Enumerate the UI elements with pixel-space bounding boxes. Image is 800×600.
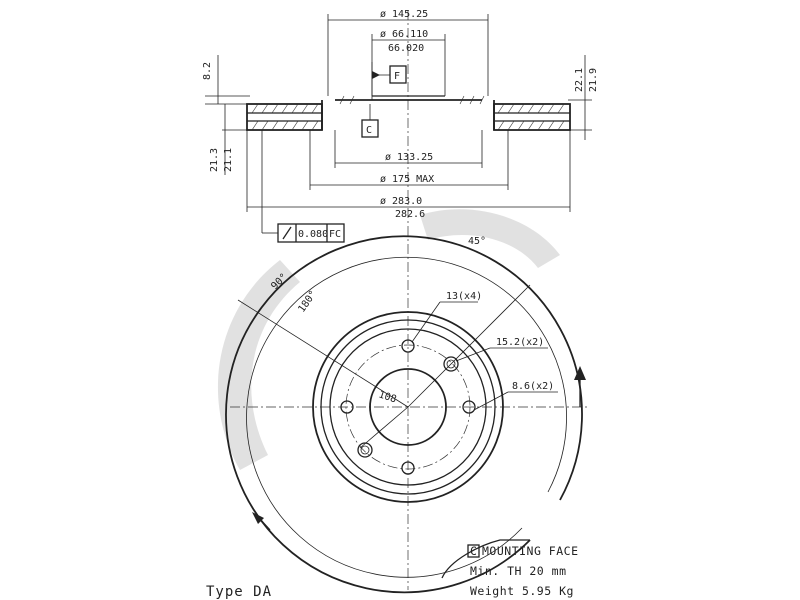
- dim-thickness-right-top: 22.1: [574, 68, 585, 92]
- dim-thickness-left-top: 21.3: [209, 148, 220, 172]
- locating-hole-lower: [357, 442, 373, 458]
- hat-outer-circle: [312, 311, 504, 503]
- section-view: ø 145.25 ø 66.110 66.020 ø 133.25 ø 175 …: [202, 9, 599, 590]
- datum-f-label: F: [394, 71, 400, 82]
- watermark-logo: [217, 209, 560, 470]
- mounting-face-symbol: C: [470, 544, 477, 558]
- dim-max-diameter: ø 175 MAX: [380, 174, 434, 185]
- runout-frame: [277, 223, 345, 243]
- notes-block: C MOUNTING FACE Min. TH 20 mm Weight 5.9…: [206, 544, 579, 600]
- section-hatch-left: [251, 103, 319, 131]
- runout-value: 0.080: [298, 229, 328, 240]
- rotation-arrow-right: [574, 366, 586, 380]
- mounting-face-note: MOUNTING FACE: [482, 544, 579, 558]
- dim-bore-bottom: 66.020: [388, 43, 424, 54]
- disc-outer-edge: [225, 235, 583, 594]
- weight-note: Weight 5.95 Kg: [470, 584, 574, 598]
- section-hatch-right: [497, 103, 565, 131]
- datum-c-label: C: [366, 125, 372, 136]
- dim-outer-diameter-top: ø 145.25: [380, 9, 428, 20]
- bolt-hole-right: [462, 400, 476, 414]
- dim-bore-top: ø 66.110: [380, 29, 428, 40]
- datum-f-box: [389, 65, 407, 84]
- locating-hole-upper: [443, 356, 459, 372]
- rotation-arrow-left: [252, 512, 264, 524]
- dim-thickness-left-bottom: 21.1: [223, 148, 234, 172]
- pcd-label: 108: [377, 389, 398, 405]
- runout-icon: [282, 226, 292, 240]
- dim-height-left: 8.2: [202, 62, 213, 80]
- holes-8-label: 8.6(x2): [512, 381, 554, 392]
- bolt-hole-bottom: [401, 461, 415, 475]
- holes-13-label: 13(x4): [446, 291, 482, 302]
- dim-thickness-right-bottom: 21.9: [588, 68, 599, 92]
- dim-disc-diameter-bottom: 282.6: [395, 209, 425, 220]
- dim-hat-diameter: ø 133.25: [385, 152, 433, 163]
- angle-45-label: 45°: [468, 236, 486, 247]
- dim-disc-diameter-top: ø 283.0: [380, 196, 422, 207]
- centre-bore: [369, 368, 447, 446]
- min-thickness-note: Min. TH 20 mm: [470, 564, 567, 578]
- type-label: Type DA: [206, 584, 272, 600]
- section-hatch-hat: [339, 95, 485, 105]
- runout-ref: FC: [329, 229, 341, 240]
- mounting-face-symbol-box: [467, 544, 480, 558]
- angle-180-label: 180°: [296, 289, 319, 315]
- bolt-hole-left: [340, 400, 354, 414]
- holes-15-label: 15.2(x2): [496, 337, 544, 348]
- bolt-hole-top: [401, 339, 415, 353]
